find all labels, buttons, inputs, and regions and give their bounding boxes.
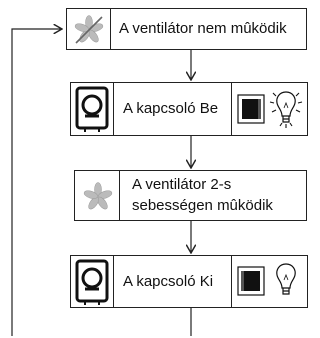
step-label: A kapcsoló Ki <box>123 273 214 290</box>
switch-device-icon <box>75 86 109 132</box>
step-fan-speed2: A ventilátor 2-s sebességen mûködik <box>74 170 307 221</box>
step-label-line-2: sebességen mûködik <box>132 197 273 214</box>
step-fan-off: A ventilátor nem mûködik <box>66 8 307 50</box>
divider <box>231 256 232 307</box>
step-label-line-1: A ventilátor 2-s <box>132 176 232 193</box>
fan-icon <box>83 182 113 210</box>
divider <box>231 83 232 135</box>
divider <box>113 83 114 135</box>
switch-device-icon <box>75 259 109 305</box>
divider <box>110 9 111 49</box>
lightbulb-lit-icon <box>269 91 303 128</box>
step-switch-off: A kapcsoló Ki <box>70 255 308 308</box>
fan-icon <box>74 15 104 44</box>
step-label: A ventilátor nem mûködik <box>119 20 287 37</box>
lightbulb-off-icon <box>276 263 296 295</box>
step-switch-on: A kapcsoló Be <box>70 82 308 136</box>
switch-off-icon <box>237 266 265 296</box>
switch-on-icon <box>237 94 265 124</box>
step-label: A kapcsoló Be <box>123 100 219 117</box>
loop-back-arrow <box>11 29 62 336</box>
divider <box>113 256 114 307</box>
divider <box>119 171 120 220</box>
